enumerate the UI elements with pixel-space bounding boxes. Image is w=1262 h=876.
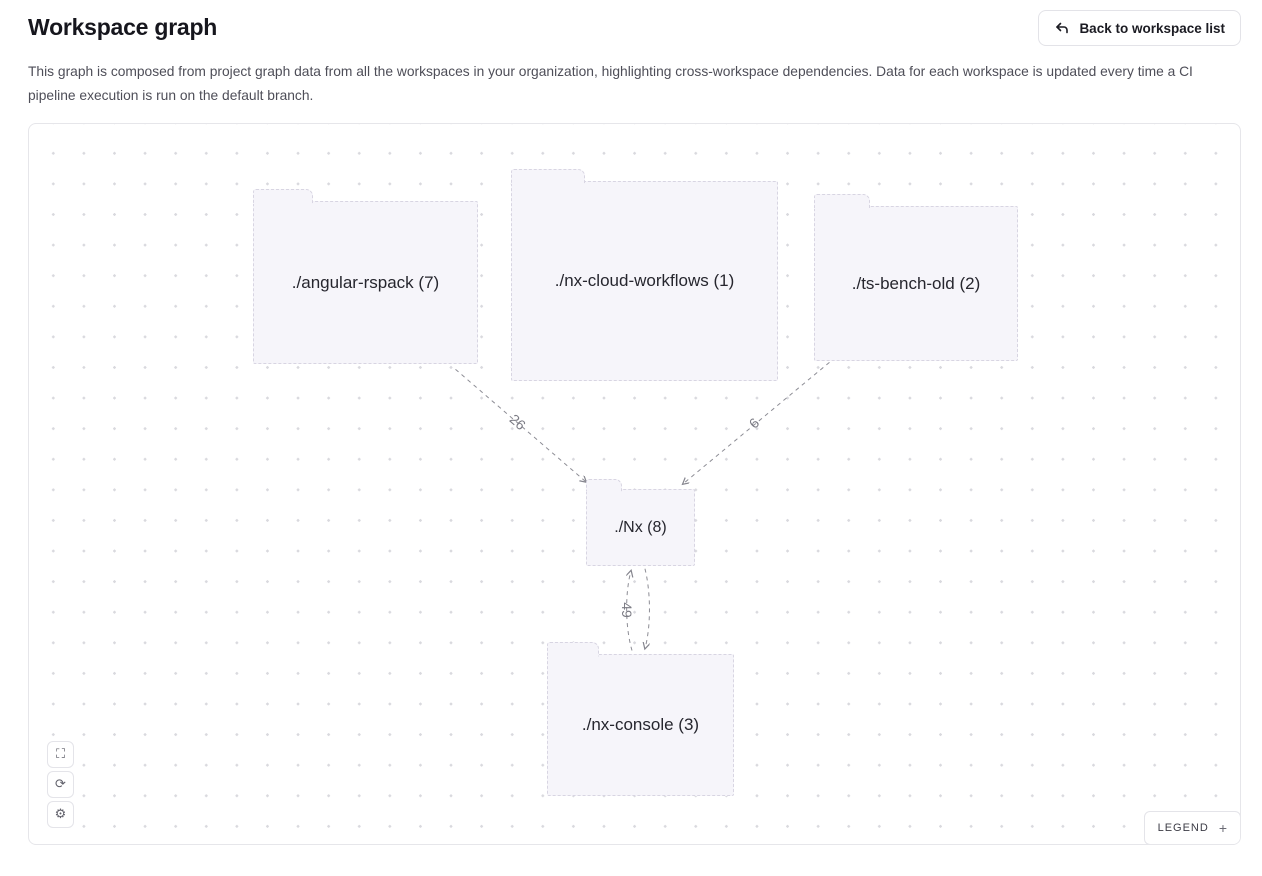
canvas-toolbar: ⛶ ⟳ ⚙ [47, 741, 74, 829]
node-nx-console[interactable]: ./nx-console (3) [547, 642, 734, 797]
back-arrow-icon [1054, 20, 1070, 36]
legend-label: LEGEND [1157, 822, 1209, 835]
fit-view-button[interactable]: ⛶ [47, 741, 74, 769]
edge-angular-rspack-to-nx [455, 369, 586, 483]
settings-icon: ⚙ [54, 807, 67, 823]
edge-nx-console-to-nx [627, 571, 632, 651]
node-label: ./nx-cloud-workflows (1) [554, 271, 735, 291]
edge-label: 26 [506, 411, 529, 434]
node-angular-rspack[interactable]: ./angular-rspack (7) [253, 189, 478, 365]
node-nx-cloud-workflows[interactable]: ./nx-cloud-workflows (1) [511, 169, 778, 382]
graph-canvas[interactable]: 26 6 49 ./angular-rspack (7) ./nx-cloud-… [28, 123, 1241, 846]
page-header: Workspace graph Back to workspace list [28, 10, 1241, 46]
back-button-label: Back to workspace list [1079, 20, 1225, 36]
node-ts-bench-old[interactable]: ./ts-bench-old (2) [814, 194, 1018, 362]
page-title: Workspace graph [28, 14, 218, 40]
refresh-icon: ⟳ [55, 777, 66, 793]
back-to-workspace-list-button[interactable]: Back to workspace list [1038, 10, 1241, 46]
page-description: This graph is composed from project grap… [28, 64, 1193, 104]
edge-nx-to-nx-console [645, 568, 650, 649]
node-label: ./Nx (8) [614, 518, 667, 536]
settings-button[interactable]: ⚙ [47, 801, 74, 829]
legend-toggle-button[interactable]: LEGEND + [1143, 811, 1240, 845]
refresh-button[interactable]: ⟳ [47, 771, 74, 799]
edge-label: 6 [745, 414, 763, 432]
node-nx[interactable]: ./Nx (8) [586, 479, 695, 567]
edge-label: 49 [618, 602, 635, 619]
node-label: ./ts-bench-old (2) [851, 273, 981, 293]
fit-view-icon: ⛶ [55, 747, 66, 763]
workspace-graph-page: Workspace graph Back to workspace list T… [28, 10, 1241, 846]
node-label: ./angular-rspack (7) [291, 272, 440, 292]
plus-icon: + [1218, 820, 1227, 837]
node-label: ./nx-console (3) [581, 715, 700, 735]
